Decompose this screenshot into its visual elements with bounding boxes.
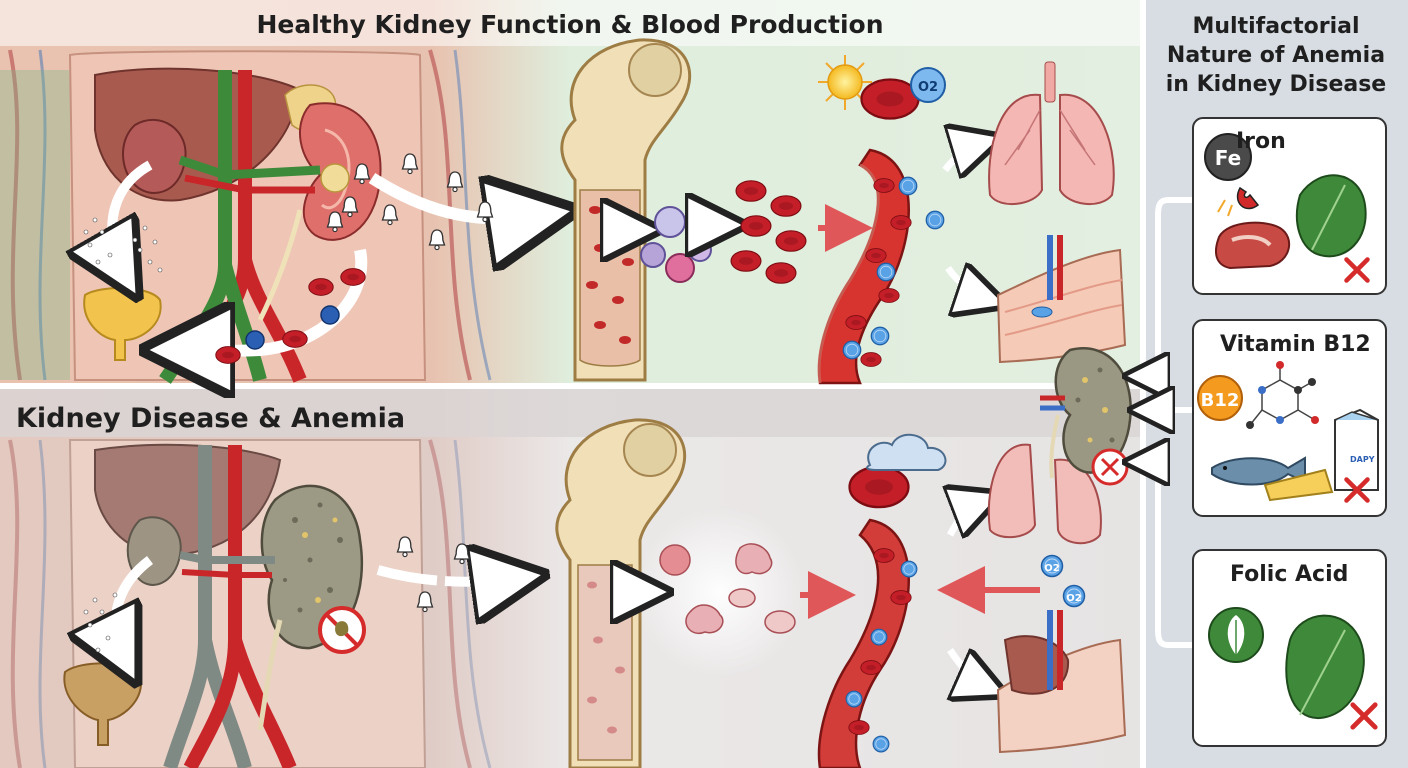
b12-badge-text: B12 [1201, 390, 1240, 411]
healthy-epo-signal [326, 153, 546, 250]
diseased-kidney-center [1040, 347, 1132, 486]
disease-panel-title: Kidney Disease & Anemia [16, 403, 406, 434]
iron-card: Fe [1192, 117, 1387, 295]
healthy-body [0, 49, 492, 384]
disease-blood-vessel: O2 O2 [817, 500, 1086, 768]
healthy-panel-title: Healthy Kidney Function & Blood Producti… [256, 10, 884, 39]
healthy-cell-maturation [608, 180, 873, 284]
healthy-circulation-loop [175, 248, 368, 363]
healthy-filtration [84, 160, 163, 275]
disease-lungs [987, 443, 1102, 545]
iron-badge-text: Fe [1215, 146, 1241, 170]
healthy-tissue [996, 235, 1127, 364]
folic-acid-card [1192, 549, 1387, 747]
sidebar-title-line-1: Multifactorial [1192, 14, 1360, 39]
disease-tissue [996, 610, 1127, 754]
o2-label-bottom-1: O2 [1044, 563, 1060, 574]
folic-acid-card-title: Folic Acid [1230, 562, 1349, 587]
b12-card: B12 DAPY [1192, 319, 1387, 517]
disease-epo-signal [376, 536, 520, 612]
o2-label-top: O2 [918, 80, 938, 95]
sidebar-title: Multifactorial Nature of Anemia in Kidne… [1150, 12, 1402, 99]
iron-card-title: Iron [1236, 129, 1286, 154]
sidebar-title-line-2: Nature of Anemia [1166, 43, 1386, 68]
disease-filtration [84, 556, 154, 660]
healthy-lungs [988, 61, 1115, 206]
disease-oxygen-cell [848, 433, 947, 509]
disease-deformed-cells [610, 507, 856, 677]
healthy-blood-vessel [817, 142, 990, 385]
sidebar-connectors [1140, 197, 1193, 648]
healthy-oxygen-cell: O2 [818, 55, 946, 120]
b12-card-title: Vitamin B12 [1220, 332, 1371, 357]
sidebar-title-line-3: in Kidney Disease [1165, 72, 1387, 97]
milk-label: DAPY [1350, 455, 1375, 464]
o2-label-bottom-2: O2 [1066, 593, 1082, 604]
